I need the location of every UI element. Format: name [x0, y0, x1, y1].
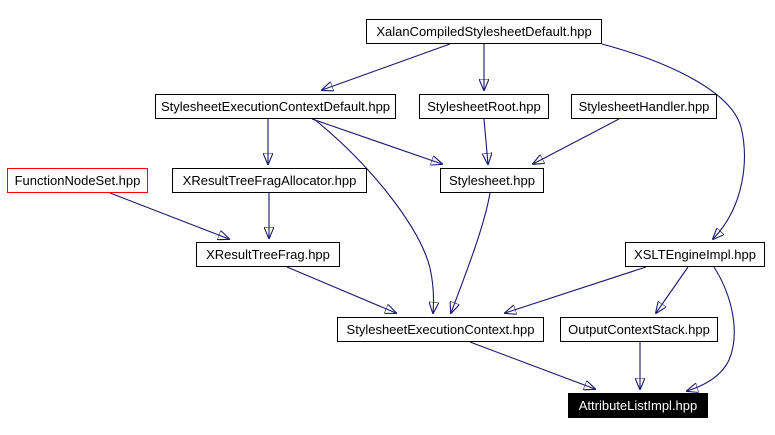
edge-stylesheetroot-to-stylesheet — [484, 118, 488, 164]
node-functionnodeset[interactable]: FunctionNodeSet.hpp — [7, 168, 148, 193]
node-xresulttreefrag[interactable]: XResultTreeFrag.hpp — [196, 242, 340, 267]
edge-functionnodeset-to-xresulttreefrag — [109, 192, 229, 239]
edge-xsltengineimpl-to-outputcontextstack — [656, 266, 689, 313]
node-xsltengineimpl[interactable]: XSLTEngineImpl.hpp — [625, 242, 765, 267]
node-stylesheetexecutioncontextdefault[interactable]: StylesheetExecutionContextDefault.hpp — [155, 94, 396, 119]
edge-xresulttreefrag-to-stylesheetexecutioncontext — [286, 266, 396, 313]
node-stylesheet[interactable]: Stylesheet.hpp — [440, 168, 544, 193]
node-stylesheetexecutioncontext[interactable]: StylesheetExecutionContext.hpp — [337, 317, 544, 342]
node-attributelistimpl-current: AttributeListImpl.hpp — [568, 393, 708, 418]
edge-stylesheetexecutioncontextdefault-to-stylesheetexecutioncontext — [313, 118, 434, 313]
edge-xalancompiledstylesheetdefault-to-stylesheetexecutioncontextdefault — [322, 43, 451, 90]
edge-stylesheetexecutioncontextdefault-to-stylesheet — [311, 118, 442, 164]
node-stylesheetroot[interactable]: StylesheetRoot.hpp — [419, 94, 549, 119]
edge-stylesheetexecutioncontext-to-attributelistimpl — [469, 341, 595, 389]
node-xresulttreefragallocator[interactable]: XResultTreeFragAllocator.hpp — [172, 168, 367, 193]
node-outputcontextstack[interactable]: OutputContextStack.hpp — [560, 317, 718, 342]
node-xalancompiledstylesheetdefault[interactable]: XalanCompiledStylesheetDefault.hpp — [366, 19, 602, 44]
node-stylesheethandler[interactable]: StylesheetHandler.hpp — [571, 94, 717, 119]
edge-xsltengineimpl-to-stylesheetexecutioncontext — [505, 266, 647, 313]
edge-stylesheet-to-stylesheetexecutioncontext — [451, 192, 491, 313]
edge-xalancompiledstylesheetdefault-to-xsltengineimpl — [601, 43, 745, 239]
edge-stylesheethandler-to-stylesheet — [533, 118, 620, 164]
